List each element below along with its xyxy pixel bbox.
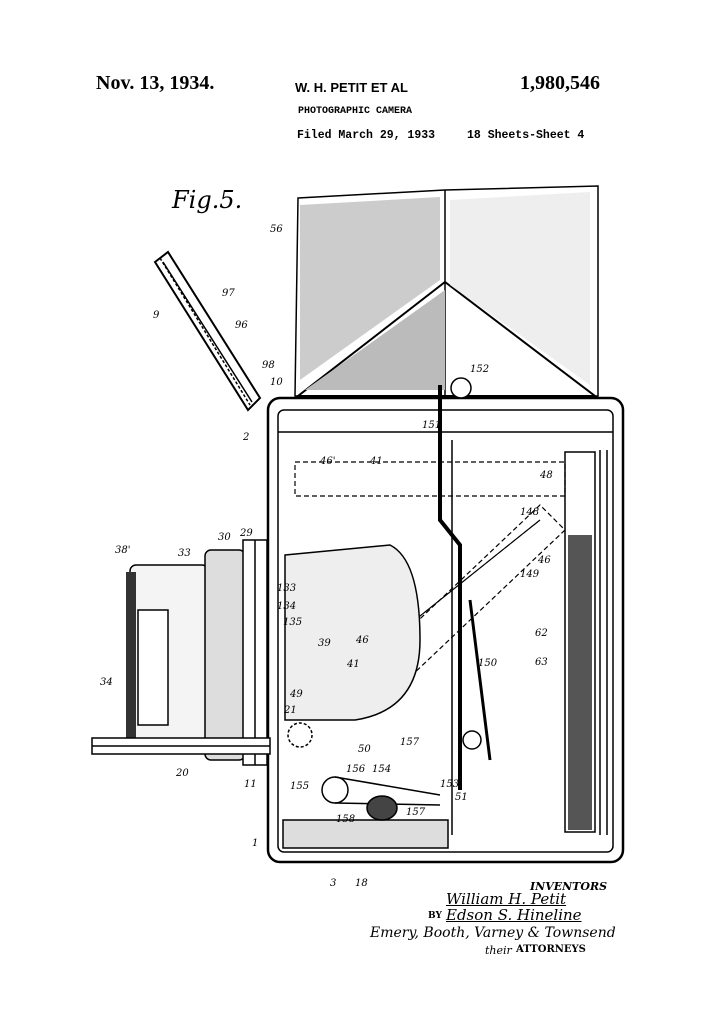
- ref-numeral: 56: [270, 224, 283, 235]
- viewing-hood: [294, 185, 599, 397]
- filed-date: Filed March 29, 1933: [297, 129, 436, 142]
- ref-numeral: 157: [400, 737, 420, 748]
- ref-numeral: 152: [470, 364, 489, 375]
- ref-numeral: 49: [289, 689, 303, 700]
- lens-assembly: [91, 539, 271, 766]
- inventors-label: INVENTORS: [530, 880, 608, 893]
- ref-numeral: 18: [355, 878, 368, 889]
- camera-body: [266, 396, 625, 864]
- ref-numeral: 51: [455, 792, 468, 803]
- ref-numeral: 148: [520, 507, 539, 518]
- ref-numeral: 98: [262, 360, 275, 371]
- attorneys-label: ATTORNEYS: [516, 944, 586, 955]
- ref-numeral: 48: [539, 470, 553, 481]
- ref-numeral: 134: [277, 601, 296, 612]
- patent-number: 1,980,546: [520, 72, 600, 94]
- inventor-signature-2: Edson S. Hineline: [446, 906, 582, 924]
- ref-numeral: 41: [369, 456, 383, 467]
- ref-numeral: 1: [252, 838, 258, 849]
- ref-numeral: 9: [153, 310, 160, 321]
- ref-numeral: 63: [535, 657, 548, 668]
- ref-numeral: 155: [290, 781, 309, 792]
- ref-numeral: 34: [100, 677, 113, 688]
- ref-numeral: 96: [235, 320, 248, 331]
- ref-numeral: 10: [270, 377, 283, 388]
- patent-title: PHOTOGRAPHIC CAMERA: [298, 106, 413, 117]
- ref-numeral: 62: [535, 628, 548, 639]
- ref-numeral: 3: [330, 878, 336, 889]
- ref-numeral: 39: [318, 638, 331, 649]
- by-label: BY: [428, 911, 442, 921]
- ref-numeral: 38': [115, 545, 130, 556]
- ref-numeral: 149: [520, 569, 540, 580]
- ref-numeral: 41: [346, 659, 360, 670]
- ref-numeral: 20: [175, 768, 189, 779]
- inventor-header: W. H. PETIT ET AL: [295, 80, 408, 95]
- ref-numeral: 97: [222, 288, 235, 299]
- ref-numeral: 30: [218, 532, 231, 543]
- ref-numeral: 135: [283, 617, 302, 628]
- ref-numeral: 29: [239, 528, 253, 539]
- reference-numerals: 56 9 97 96 98 10 2 152 151 46' 41 48 148…: [100, 224, 553, 889]
- hood-lid: [153, 250, 262, 412]
- ref-numeral: 2: [242, 432, 249, 443]
- ref-numeral: 157: [406, 807, 426, 818]
- ref-numeral: 46': [319, 456, 335, 467]
- their-label: their: [485, 944, 512, 957]
- ref-numeral: 154: [372, 764, 391, 775]
- ref-numeral: 46: [537, 555, 551, 566]
- ref-numeral: 150: [478, 658, 498, 669]
- ref-numeral: 33: [178, 548, 191, 559]
- attorneys-signature: Emery, Booth, Varney & Townsend: [370, 925, 616, 941]
- ref-numeral: 133: [277, 583, 296, 594]
- ref-numeral: 21: [283, 705, 297, 716]
- ref-numeral: 151: [422, 420, 441, 431]
- ref-numeral: 46: [355, 635, 369, 646]
- ref-numeral: 11: [244, 779, 257, 790]
- figure-label: Fig.5.: [171, 186, 242, 214]
- ref-numeral: 158: [336, 814, 355, 825]
- sheet-count: 18 Sheets-Sheet 4: [467, 129, 585, 142]
- patent-date: Nov. 13, 1934.: [96, 72, 215, 94]
- ref-numeral: 153: [440, 779, 459, 790]
- inventor-signature-1: William H. Petit: [446, 890, 567, 908]
- ref-numeral: 156: [346, 764, 366, 775]
- ref-numeral: 50: [358, 744, 371, 755]
- mirror-holder: [284, 377, 492, 821]
